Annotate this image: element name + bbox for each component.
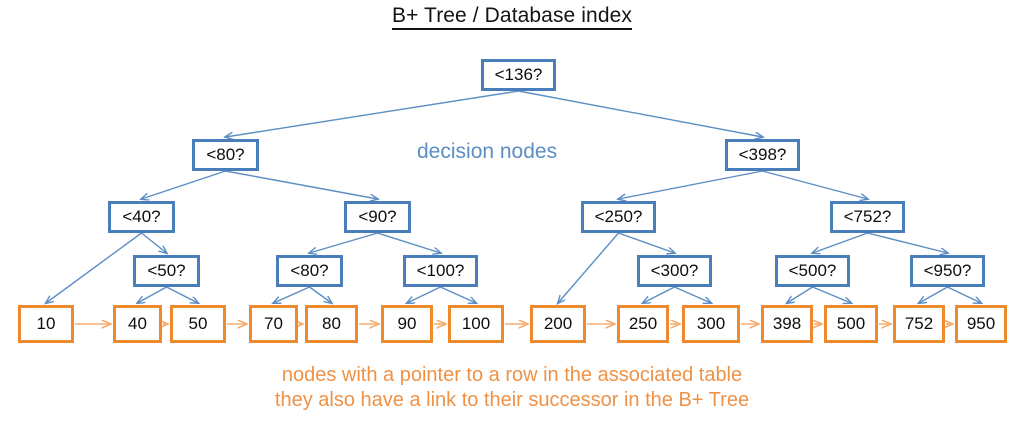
leaf-node-label: 40 xyxy=(128,314,147,333)
leaf-caption: nodes with a pointer to a row in the ass… xyxy=(0,363,1024,413)
decision-node-label: <100? xyxy=(416,261,465,280)
decision-node-label: <950? xyxy=(923,261,972,280)
decision-node-n50[interactable]: <50? xyxy=(133,255,200,287)
leaf-node-l200[interactable]: 200 xyxy=(530,305,586,343)
leaf-node-label: 200 xyxy=(543,314,573,333)
leaf-node-l90[interactable]: 90 xyxy=(381,305,433,343)
decision-node-n90[interactable]: <90? xyxy=(344,201,411,233)
leaf-node-label: 398 xyxy=(772,314,802,333)
tree-edge-n136-n398 xyxy=(518,90,763,137)
tree-edge-n80b-l70 xyxy=(274,286,310,303)
tree-edge-n752-n950 xyxy=(867,232,948,253)
leaf-node-l100[interactable]: 100 xyxy=(448,305,504,343)
tree-edge-n250-n300 xyxy=(618,232,675,253)
page-title-text: B+ Tree / Database index xyxy=(392,4,632,30)
decision-node-label: <40? xyxy=(122,207,161,226)
decision-node-label: <500? xyxy=(788,261,837,280)
leaf-node-l70[interactable]: 70 xyxy=(249,305,298,343)
tree-edge-n80a-n40 xyxy=(142,170,226,199)
decision-node-label: <50? xyxy=(147,261,186,280)
decision-node-n500[interactable]: <500? xyxy=(775,255,850,287)
leaf-node-label: 50 xyxy=(188,314,208,333)
tree-edge-n50-l40 xyxy=(138,286,167,303)
decision-node-n80a[interactable]: <80? xyxy=(192,139,259,171)
leaf-node-label: 752 xyxy=(904,314,934,333)
decision-node-label: <90? xyxy=(358,207,397,226)
leaf-node-l250[interactable]: 250 xyxy=(617,305,669,343)
leaf-node-l40[interactable]: 40 xyxy=(113,305,162,343)
decision-node-label: <250? xyxy=(594,207,643,226)
tree-edge-n40-n50 xyxy=(141,232,167,253)
decision-node-label: <136? xyxy=(494,65,543,84)
leaf-node-l300[interactable]: 300 xyxy=(682,305,740,343)
decision-node-label: <80? xyxy=(206,145,245,164)
tree-edge-n300-l250 xyxy=(643,286,675,303)
leaf-node-label: 500 xyxy=(836,314,866,333)
decision-node-label: <752? xyxy=(843,207,892,226)
leaf-node-l10[interactable]: 10 xyxy=(18,305,74,343)
decision-node-n250[interactable]: <250? xyxy=(581,201,656,233)
decision-node-label: <300? xyxy=(650,261,699,280)
leaf-node-l50[interactable]: 50 xyxy=(170,305,226,343)
tree-edge-n90-n80b xyxy=(310,232,378,253)
tree-edge-n950-l752 xyxy=(919,286,948,303)
leaf-node-label: 10 xyxy=(36,314,56,333)
decision-node-n398[interactable]: <398? xyxy=(725,139,800,171)
tree-edge-n100-l90 xyxy=(407,286,441,303)
leaf-node-label: 70 xyxy=(264,314,283,333)
leaf-node-label: 250 xyxy=(628,314,658,333)
decision-node-label: <80? xyxy=(290,261,329,280)
decision-node-n300[interactable]: <300? xyxy=(637,255,712,287)
tree-edge-n50-l50 xyxy=(166,286,199,303)
leaf-caption-line-2: they also have a link to their successor… xyxy=(274,389,750,411)
tree-edge-n950-l950 xyxy=(947,286,982,303)
tree-edge-n80b-l80 xyxy=(309,286,332,303)
tree-edge-n500-l398 xyxy=(787,286,813,303)
tree-edge-n500-l500 xyxy=(812,286,852,303)
tree-edge-n136-n80a xyxy=(226,90,519,137)
decision-node-n136[interactable]: <136? xyxy=(481,59,556,91)
leaf-node-l398[interactable]: 398 xyxy=(761,305,813,343)
tree-edge-n398-n250 xyxy=(619,170,763,199)
leaf-node-label: 100 xyxy=(461,314,491,333)
decision-nodes-label: decision nodes xyxy=(417,140,558,163)
decision-node-n100[interactable]: <100? xyxy=(403,255,478,287)
tree-edge-n250-l200 xyxy=(558,232,620,303)
tree-edge-n300-l300 xyxy=(674,286,712,303)
tree-edge-n398-n752 xyxy=(762,170,868,199)
tree-edge-n80a-n90 xyxy=(225,170,378,199)
tree-edge-n100-l100 xyxy=(440,286,477,303)
leaf-node-l950[interactable]: 950 xyxy=(955,305,1007,343)
leaf-node-l752[interactable]: 752 xyxy=(893,305,945,343)
tree-edge-n90-n100 xyxy=(377,232,441,253)
tree-edge-n40-l10 xyxy=(46,232,142,303)
decision-node-n80b[interactable]: <80? xyxy=(276,255,343,287)
decision-node-label: <398? xyxy=(738,145,787,164)
decision-node-n752[interactable]: <752? xyxy=(830,201,905,233)
leaf-node-label: 80 xyxy=(322,314,341,333)
leaf-node-label: 950 xyxy=(966,314,996,333)
leaf-node-label: 90 xyxy=(397,314,417,333)
leaf-node-l80[interactable]: 80 xyxy=(305,305,358,343)
decision-node-n40[interactable]: <40? xyxy=(108,201,175,233)
decision-node-n950[interactable]: <950? xyxy=(910,255,985,287)
leaf-caption-line-1: nodes with a pointer to a row in the ass… xyxy=(281,364,743,386)
tree-edge-n752-n500 xyxy=(813,232,868,253)
leaf-node-l500[interactable]: 500 xyxy=(824,305,878,343)
page-title: B+ Tree / Database index xyxy=(0,4,1024,30)
leaf-node-label: 300 xyxy=(696,314,726,333)
